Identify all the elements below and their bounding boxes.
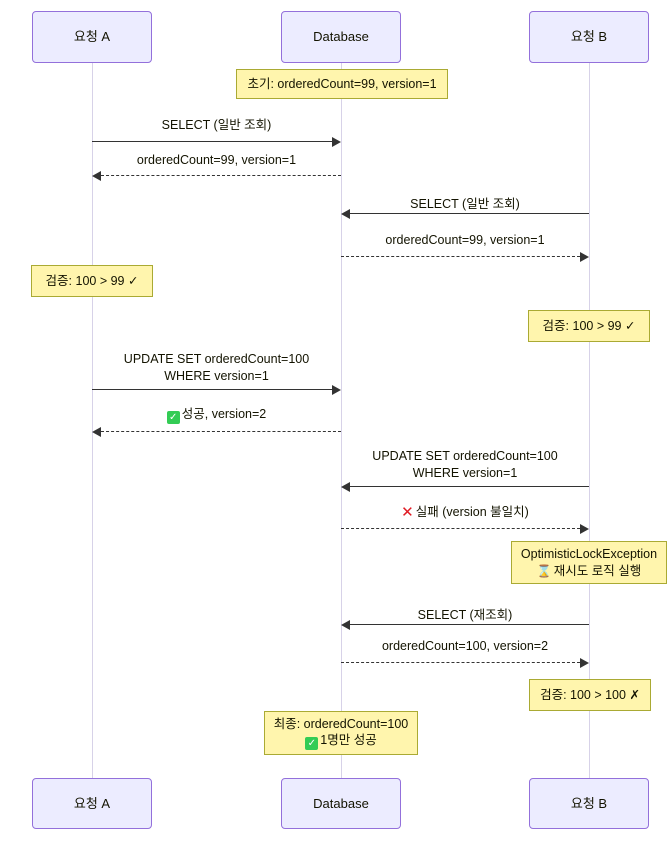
success-check-icon: ✓ <box>305 737 319 751</box>
message-label-db-fail-b: ✕실패 (version 불일치) <box>341 503 589 523</box>
note-line: 최종: orderedCount=100 <box>273 716 409 731</box>
actor-label: 요청 B <box>570 29 608 45</box>
note-verify-b: 검증: 100 > 99 ✓ <box>528 310 650 342</box>
message-line: WHERE version=1 <box>412 465 518 480</box>
message-line: SELECT (일반 조회) <box>410 197 520 211</box>
note-verify-a: 검증: 100 > 99 ✓ <box>31 265 153 297</box>
message-arrow-db-fail-b <box>341 528 580 529</box>
note-optimistic-lock-exception: OptimisticLockException ⌛재시도 로직 실행 <box>511 541 667 584</box>
message-line: WHERE version=1 <box>164 368 269 383</box>
message-text: 성공, version=2 <box>181 407 267 421</box>
lifeline-requester-b <box>589 63 590 778</box>
note-line: 검증: 100 > 100 ✗ <box>540 687 640 702</box>
arrowhead-left <box>92 171 101 181</box>
arrowhead-right <box>332 137 341 147</box>
note-initial-state: 초기: orderedCount=99, version=1 <box>236 69 448 99</box>
actor-requester-b-top[interactable]: 요청 B <box>529 11 649 63</box>
message-arrow-a-select <box>92 141 333 142</box>
actor-label: 요청 A <box>73 795 111 811</box>
note-final-state: 최종: orderedCount=100 ✓1명만 성공 <box>264 711 418 755</box>
arrowhead-left <box>341 482 350 492</box>
note-text: 1명만 성공 <box>320 733 377 748</box>
message-arrow-db-reply-b2 <box>341 662 580 663</box>
message-line: SELECT (재조회) <box>417 608 513 622</box>
message-arrow-db-reply-b <box>341 256 580 257</box>
success-check-icon: ✓ <box>166 411 180 424</box>
arrowhead-left <box>92 427 101 437</box>
message-arrow-b-select <box>350 213 589 214</box>
message-arrow-b-update <box>350 486 589 487</box>
lifeline-database <box>341 63 342 778</box>
message-label-db-reply-b: orderedCount=99, version=1 <box>341 232 589 249</box>
message-label-b-reselect: SELECT (재조회) <box>341 607 589 624</box>
message-label-db-reply-b2: orderedCount=100, version=2 <box>341 638 589 655</box>
message-line: UPDATE SET orderedCount=100 <box>372 449 558 463</box>
arrowhead-right <box>580 524 589 534</box>
message-text: 실패 (version 불일치) <box>415 505 529 519</box>
message-label-a-select: SELECT (일반 조회) <box>92 117 341 134</box>
message-line: orderedCount=99, version=1 <box>385 233 545 247</box>
arrowhead-right <box>580 658 589 668</box>
actor-database-top[interactable]: Database <box>281 11 401 63</box>
message-line: orderedCount=99, version=1 <box>136 153 297 167</box>
note-line: OptimisticLockException <box>520 546 658 561</box>
message-label-a-update: UPDATE SET orderedCount=100 WHERE versio… <box>92 351 341 385</box>
message-line: ✓성공, version=2 <box>92 406 341 424</box>
message-line: UPDATE SET orderedCount=100 <box>123 352 310 366</box>
failure-x-icon: ✕ <box>401 504 414 521</box>
note-line: 초기: orderedCount=99, version=1 <box>247 76 437 91</box>
message-label-b-select: SELECT (일반 조회) <box>341 196 589 213</box>
note-verify-b-fail: 검증: 100 > 100 ✗ <box>529 679 651 711</box>
message-line: SELECT (일반 조회) <box>161 118 272 132</box>
note-text: 재시도 로직 실행 <box>553 563 642 578</box>
note-line: ⌛재시도 로직 실행 <box>537 563 641 580</box>
message-arrow-b-reselect <box>350 624 589 625</box>
message-arrow-a-update <box>92 389 333 390</box>
note-line: 검증: 100 > 99 ✓ <box>45 273 139 288</box>
message-label-b-update: UPDATE SET orderedCount=100 WHERE versio… <box>341 448 589 482</box>
message-arrow-db-success-a <box>101 431 341 432</box>
arrowhead-left <box>341 620 350 630</box>
arrowhead-right <box>580 252 589 262</box>
actor-requester-a-bottom[interactable]: 요청 A <box>32 778 152 829</box>
actor-label: 요청 A <box>73 29 111 45</box>
actor-requester-b-bottom[interactable]: 요청 B <box>529 778 649 829</box>
note-line: 검증: 100 > 99 ✓ <box>542 318 636 333</box>
arrowhead-right <box>332 385 341 395</box>
message-label-db-success-a: ✓성공, version=2 <box>92 406 341 424</box>
actor-database-bottom[interactable]: Database <box>281 778 401 829</box>
actor-label: 요청 B <box>570 795 608 811</box>
lifeline-requester-a <box>92 63 93 778</box>
note-line: ✓1명만 성공 <box>305 732 377 751</box>
message-arrow-db-reply-a <box>101 175 341 176</box>
actor-label: Database <box>313 795 369 811</box>
hourglass-icon: ⌛ <box>536 563 552 578</box>
actor-label: Database <box>313 29 369 45</box>
message-line: ✕실패 (version 불일치) <box>341 503 589 523</box>
arrowhead-left <box>341 209 350 219</box>
actor-requester-a-top[interactable]: 요청 A <box>32 11 152 63</box>
message-label-db-reply-a: orderedCount=99, version=1 <box>92 152 341 169</box>
message-line: orderedCount=100, version=2 <box>381 639 549 653</box>
